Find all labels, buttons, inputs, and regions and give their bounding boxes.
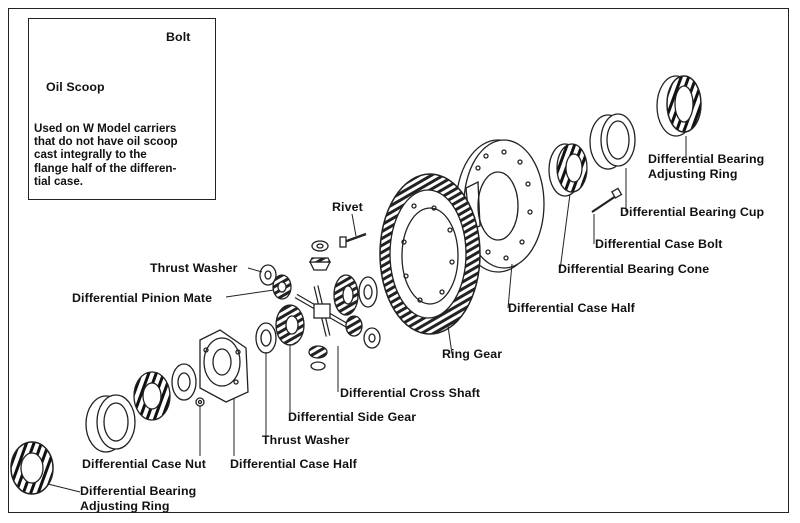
label-cross-shaft: Differential Cross Shaft (340, 386, 481, 400)
case-half-left-drawing (199, 329, 249, 403)
rivet-drawing (339, 232, 367, 248)
thrust-washer-top-drawing (259, 264, 277, 286)
label-case-bolt: Differential Case Bolt (595, 237, 723, 251)
label-side-gear: Differential Side Gear (288, 410, 417, 424)
case-bolt-drawing (591, 187, 623, 213)
inset-note-line: tial case. (34, 174, 83, 188)
top-adjusting-ring-drawing (656, 75, 702, 137)
label-thrust-washer-bottom: Thrust Washer (262, 433, 350, 447)
pinion-mate-drawing (272, 274, 292, 300)
label-thrust-washer-top: Thrust Washer (150, 261, 238, 275)
side-gear-left-drawing (275, 304, 305, 346)
cross-shaft-drawing (294, 285, 350, 337)
oil-scoop-label: Oil Scoop (46, 80, 105, 94)
inset-note-line: that do not have oil scoop (34, 135, 178, 149)
oil-scoop-inset (28, 18, 216, 200)
label-bearing-cone: Differential Bearing Cone (558, 262, 710, 276)
diagram-frame (8, 8, 789, 513)
inset-note: Used on W Model carriers that do not hav… (34, 122, 212, 188)
label-bearing-cup: Differential Bearing Cup (620, 205, 765, 219)
label-ring-gear: Ring Gear (442, 347, 503, 361)
label-rivet: Rivet (332, 200, 363, 214)
label-bearing-ring-bottom-2: Adjusting Ring (80, 499, 170, 513)
label-case-nut: Differential Case Nut (82, 457, 206, 471)
bearing-cup-drawing (589, 113, 636, 170)
side-gear-right-drawing (333, 274, 378, 316)
pinion-lower-drawing (308, 315, 381, 371)
bearing-cup-left-drawing (85, 394, 136, 453)
label-case-half-left: Differential Case Half (230, 457, 357, 471)
inset-note-line: cast integrally to the (34, 148, 147, 162)
bearing-cone-drawing (548, 143, 588, 197)
label-bearing-ring-top-2: Adjusting Ring (648, 167, 738, 181)
thrust-washer-bottom-drawing (255, 322, 277, 354)
inset-note-line: flange half of the differen- (34, 161, 177, 175)
inset-note-line: Used on W Model carriers (34, 122, 177, 135)
label-bearing-ring-top-1: Differential Bearing (648, 152, 765, 166)
pinion-washer-top-drawing (308, 240, 332, 271)
bearing-cone-left-drawing (133, 363, 197, 421)
bolt-label: Bolt (166, 30, 191, 44)
case-nut-drawing (195, 397, 205, 407)
label-bearing-ring-bottom-1: Differential Bearing (80, 484, 197, 498)
bottom-adjusting-ring-drawing (10, 441, 54, 495)
ring-gear-drawing (379, 173, 481, 335)
label-case-half-right: Differential Case Half (508, 301, 635, 315)
label-pinion-mate: Differential Pinion Mate (72, 291, 213, 305)
